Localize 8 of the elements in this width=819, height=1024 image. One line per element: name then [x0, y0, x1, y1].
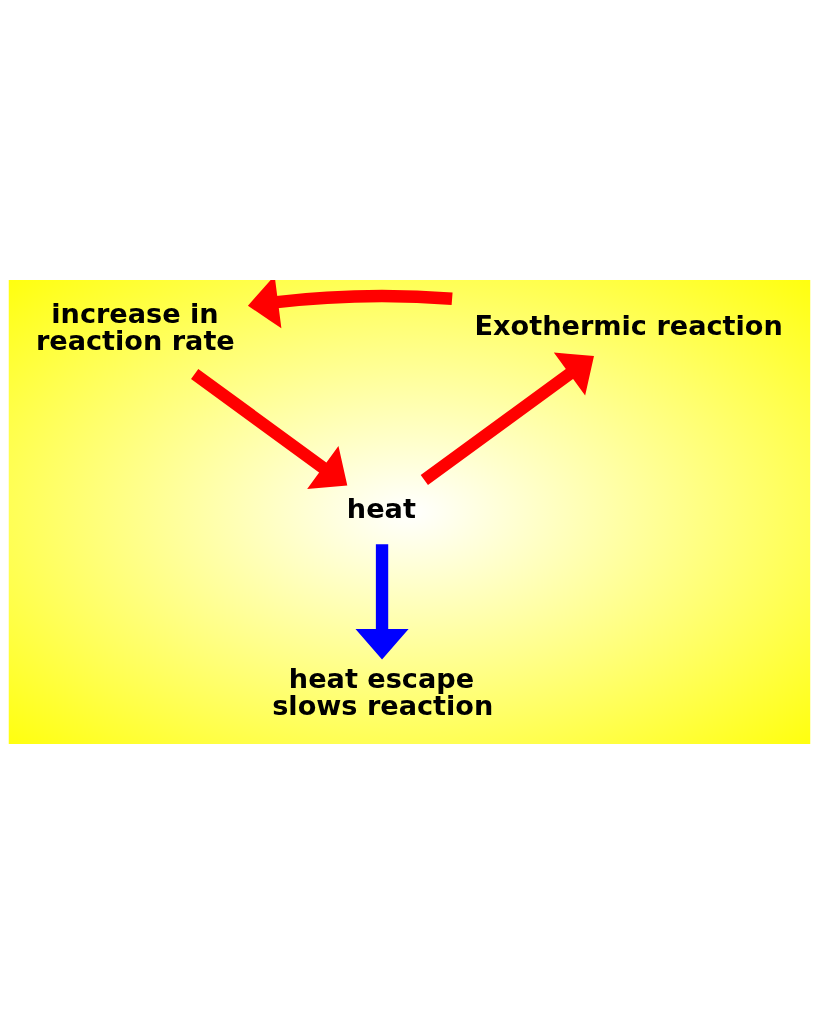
- node-text: Exothermic reaction: [474, 310, 783, 342]
- node-text: increase in reaction rate: [35, 297, 235, 356]
- arrow: [355, 544, 409, 660]
- arrow: [420, 352, 594, 485]
- arrow: [191, 369, 348, 489]
- arrow: [247, 280, 453, 329]
- node-text: heat escape slows reaction: [272, 662, 494, 722]
- node-text: heat: [346, 492, 416, 524]
